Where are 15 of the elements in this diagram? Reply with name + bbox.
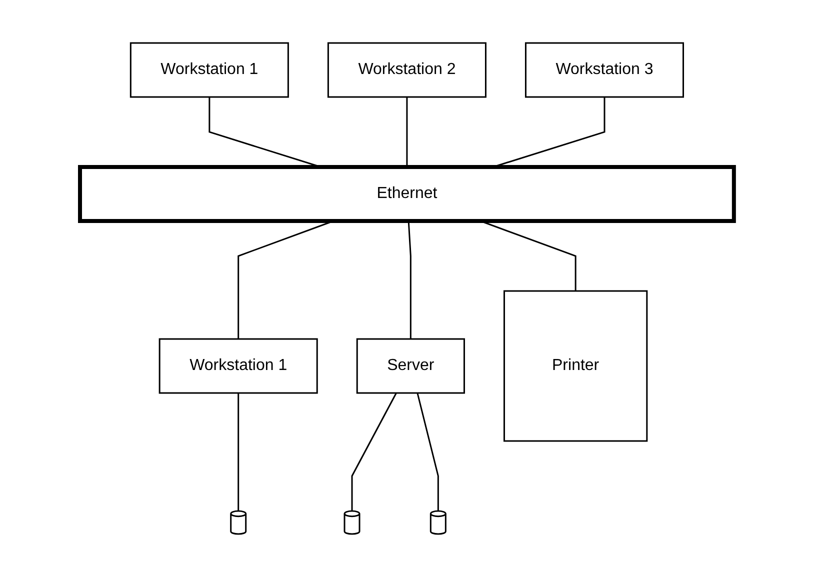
node-cylinder xyxy=(230,510,246,535)
connector xyxy=(350,392,396,511)
connector xyxy=(416,392,438,511)
node-box: Workstation 3 xyxy=(524,42,684,98)
node-box: Workstation 2 xyxy=(326,42,486,98)
connector xyxy=(407,220,411,339)
connector xyxy=(406,96,408,167)
node-box: Ethernet xyxy=(78,164,736,223)
node-box: Printer xyxy=(503,290,648,442)
node-box: Workstation 1 xyxy=(158,338,318,394)
node-box: Server xyxy=(356,338,465,394)
node-box: Workstation 1 xyxy=(129,42,288,98)
node-cylinder xyxy=(429,510,446,535)
connector xyxy=(237,392,239,511)
node-cylinder xyxy=(343,510,360,535)
